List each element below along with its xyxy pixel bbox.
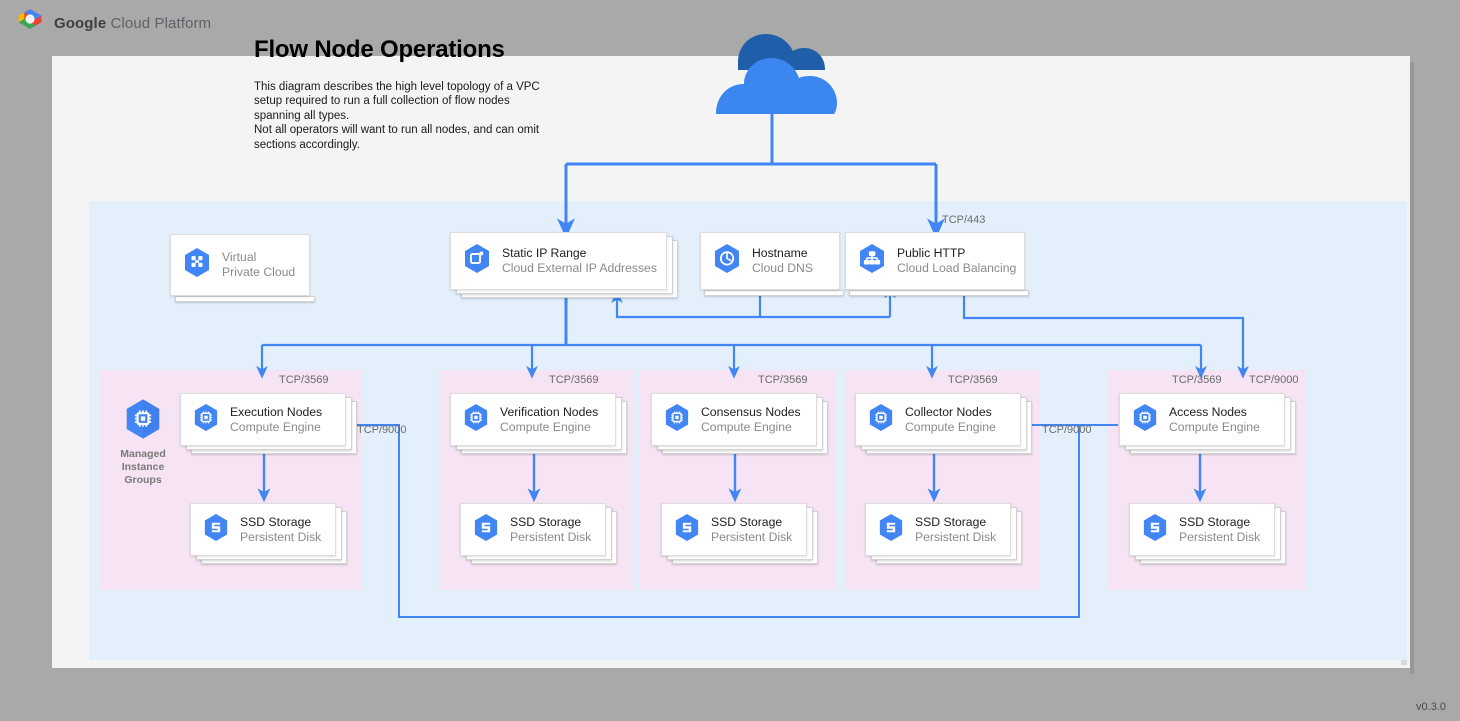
managed-instance-groups-icon bbox=[124, 398, 162, 445]
card-text: SSD Storage Persistent Disk bbox=[915, 515, 996, 545]
page-description: This diagram describes the high level to… bbox=[254, 80, 554, 152]
card-shadow-layer bbox=[175, 296, 315, 302]
card-subtitle: Persistent Disk bbox=[240, 529, 322, 544]
card-consensus-nodes[interactable]: Consensus Nodes Compute Engine bbox=[651, 393, 817, 446]
card-ssd-storage-collector[interactable]: SSD Storage Persistent Disk bbox=[865, 503, 1011, 556]
card-title: Virtual bbox=[222, 250, 257, 265]
gcp-brand: Google Cloud Platform bbox=[16, 8, 211, 38]
card-shadow-layer bbox=[704, 290, 844, 296]
card-verification-nodes[interactable]: Verification Nodes Compute Engine bbox=[450, 393, 616, 446]
compute-engine-icon bbox=[868, 403, 894, 437]
card-text: Consensus Nodes Compute Engine bbox=[701, 405, 801, 435]
card-text: Verification Nodes Compute Engine bbox=[500, 405, 598, 435]
card-text: SSD Storage Persistent Disk bbox=[711, 515, 792, 545]
persistent-disk-icon bbox=[473, 513, 499, 547]
persistent-disk-icon bbox=[1142, 513, 1168, 547]
card-text: SSD Storage Persistent Disk bbox=[240, 515, 321, 545]
cloud-icon bbox=[716, 34, 837, 114]
card-subtitle: Persistent Disk bbox=[915, 529, 997, 544]
page-shadow bbox=[1410, 62, 1414, 674]
card-ssd-storage-verification[interactable]: SSD Storage Persistent Disk bbox=[460, 503, 606, 556]
version-label: v0.3.0 bbox=[1416, 701, 1446, 713]
card-collector-nodes[interactable]: Collector Nodes Compute Engine bbox=[855, 393, 1021, 446]
card-subtitle: Persistent Disk bbox=[1179, 529, 1261, 544]
card-subtitle: Cloud External IP Addresses bbox=[502, 261, 657, 275]
card-text: Static IP Range Cloud External IP Addres… bbox=[502, 246, 657, 276]
card-title: Collector Nodes bbox=[905, 404, 992, 419]
brand-rest: Cloud Platform bbox=[106, 14, 212, 32]
card-ssd-storage-execution[interactable]: SSD Storage Persistent Disk bbox=[190, 503, 336, 556]
compute-engine-icon bbox=[1132, 403, 1158, 437]
cloud-load-balancing-icon bbox=[858, 243, 886, 279]
card-virtual-private-cloud[interactable]: Virtual Private Cloud bbox=[170, 234, 310, 296]
card-title: Hostname bbox=[752, 246, 808, 261]
card-text: SSD Storage Persistent Disk bbox=[510, 515, 591, 545]
compute-engine-icon bbox=[463, 403, 489, 437]
card-hostname-cloud-dns[interactable]: Hostname Cloud DNS bbox=[700, 232, 840, 290]
card-title: SSD Storage bbox=[240, 514, 312, 529]
card-title: Execution Nodes bbox=[230, 404, 323, 419]
persistent-disk-icon bbox=[203, 513, 229, 547]
card-title: Static IP Range bbox=[502, 246, 587, 261]
card-title: SSD Storage bbox=[915, 514, 987, 529]
port-label-collector-peer-9000: TCP/9000 bbox=[1042, 424, 1092, 436]
card-subtitle: Persistent Disk bbox=[711, 529, 793, 544]
brand-text: Google Cloud Platform bbox=[54, 15, 211, 32]
port-label-verification-in: TCP/3569 bbox=[549, 374, 599, 386]
card-ssd-storage-consensus[interactable]: SSD Storage Persistent Disk bbox=[661, 503, 807, 556]
card-title: Access Nodes bbox=[1169, 404, 1247, 419]
port-label-execution-in: TCP/3569 bbox=[279, 374, 329, 386]
card-title: SSD Storage bbox=[711, 514, 783, 529]
static-ip-range-icon bbox=[463, 243, 491, 279]
compute-engine-icon bbox=[193, 403, 219, 437]
card-title: Verification Nodes bbox=[500, 404, 599, 419]
port-label-consensus-in: TCP/3569 bbox=[758, 374, 808, 386]
card-subtitle: Persistent Disk bbox=[510, 529, 592, 544]
page-title: Flow Node Operations bbox=[254, 36, 505, 63]
card-text: Access Nodes Compute Engine bbox=[1169, 405, 1260, 435]
port-label-execution-peer-9000: TCP/9000 bbox=[357, 424, 407, 436]
port-label-tcp443: TCP/443 bbox=[942, 214, 986, 226]
compute-engine-icon bbox=[664, 403, 690, 437]
card-shadow-layer bbox=[849, 290, 1029, 296]
card-text: Public HTTP Cloud Load Balancing bbox=[897, 246, 1016, 276]
cloud-dns-icon bbox=[713, 243, 741, 279]
card-text: Collector Nodes Compute Engine bbox=[905, 405, 996, 435]
google-cloud-hexagon-logo bbox=[18, 9, 42, 29]
card-subtitle: Compute Engine bbox=[701, 419, 792, 434]
port-label-access-9000: TCP/9000 bbox=[1249, 374, 1299, 386]
card-subtitle: Private Cloud bbox=[222, 265, 296, 279]
card-subtitle: Compute Engine bbox=[230, 419, 321, 434]
card-text: Execution Nodes Compute Engine bbox=[230, 405, 322, 435]
card-title: SSD Storage bbox=[510, 514, 582, 529]
card-subtitle: Compute Engine bbox=[500, 419, 591, 434]
card-subtitle: Compute Engine bbox=[905, 419, 996, 434]
card-subtitle: Cloud Load Balancing bbox=[897, 261, 1017, 275]
card-title: Consensus Nodes bbox=[701, 404, 801, 419]
persistent-disk-icon bbox=[878, 513, 904, 547]
port-label-access-in: TCP/3569 bbox=[1172, 374, 1222, 386]
card-static-ip-range[interactable]: Static IP Range Cloud External IP Addres… bbox=[450, 232, 667, 290]
managed-instance-groups-label: Managed Instance Groups bbox=[108, 448, 178, 487]
brand-bold: Google bbox=[54, 14, 107, 32]
persistent-disk-icon bbox=[674, 513, 700, 547]
card-execution-nodes[interactable]: Execution Nodes Compute Engine bbox=[180, 393, 346, 446]
description-text: This diagram describes the high level to… bbox=[254, 81, 540, 151]
port-label-collector-in: TCP/3569 bbox=[948, 374, 998, 386]
card-text: Virtual Private Cloud bbox=[222, 250, 295, 280]
card-text: SSD Storage Persistent Disk bbox=[1179, 515, 1260, 545]
card-subtitle: Compute Engine bbox=[1169, 419, 1260, 434]
card-public-http-load-balancing[interactable]: Public HTTP Cloud Load Balancing bbox=[845, 232, 1025, 290]
card-access-nodes[interactable]: Access Nodes Compute Engine bbox=[1119, 393, 1285, 446]
card-title: SSD Storage bbox=[1179, 514, 1251, 529]
card-title: Public HTTP bbox=[897, 246, 966, 261]
card-subtitle: Cloud DNS bbox=[752, 261, 813, 275]
card-ssd-storage-access[interactable]: SSD Storage Persistent Disk bbox=[1129, 503, 1275, 556]
virtual-private-cloud-icon bbox=[183, 247, 211, 283]
group-label-text: Managed Instance Groups bbox=[120, 448, 166, 486]
card-text: Hostname Cloud DNS bbox=[752, 246, 813, 276]
